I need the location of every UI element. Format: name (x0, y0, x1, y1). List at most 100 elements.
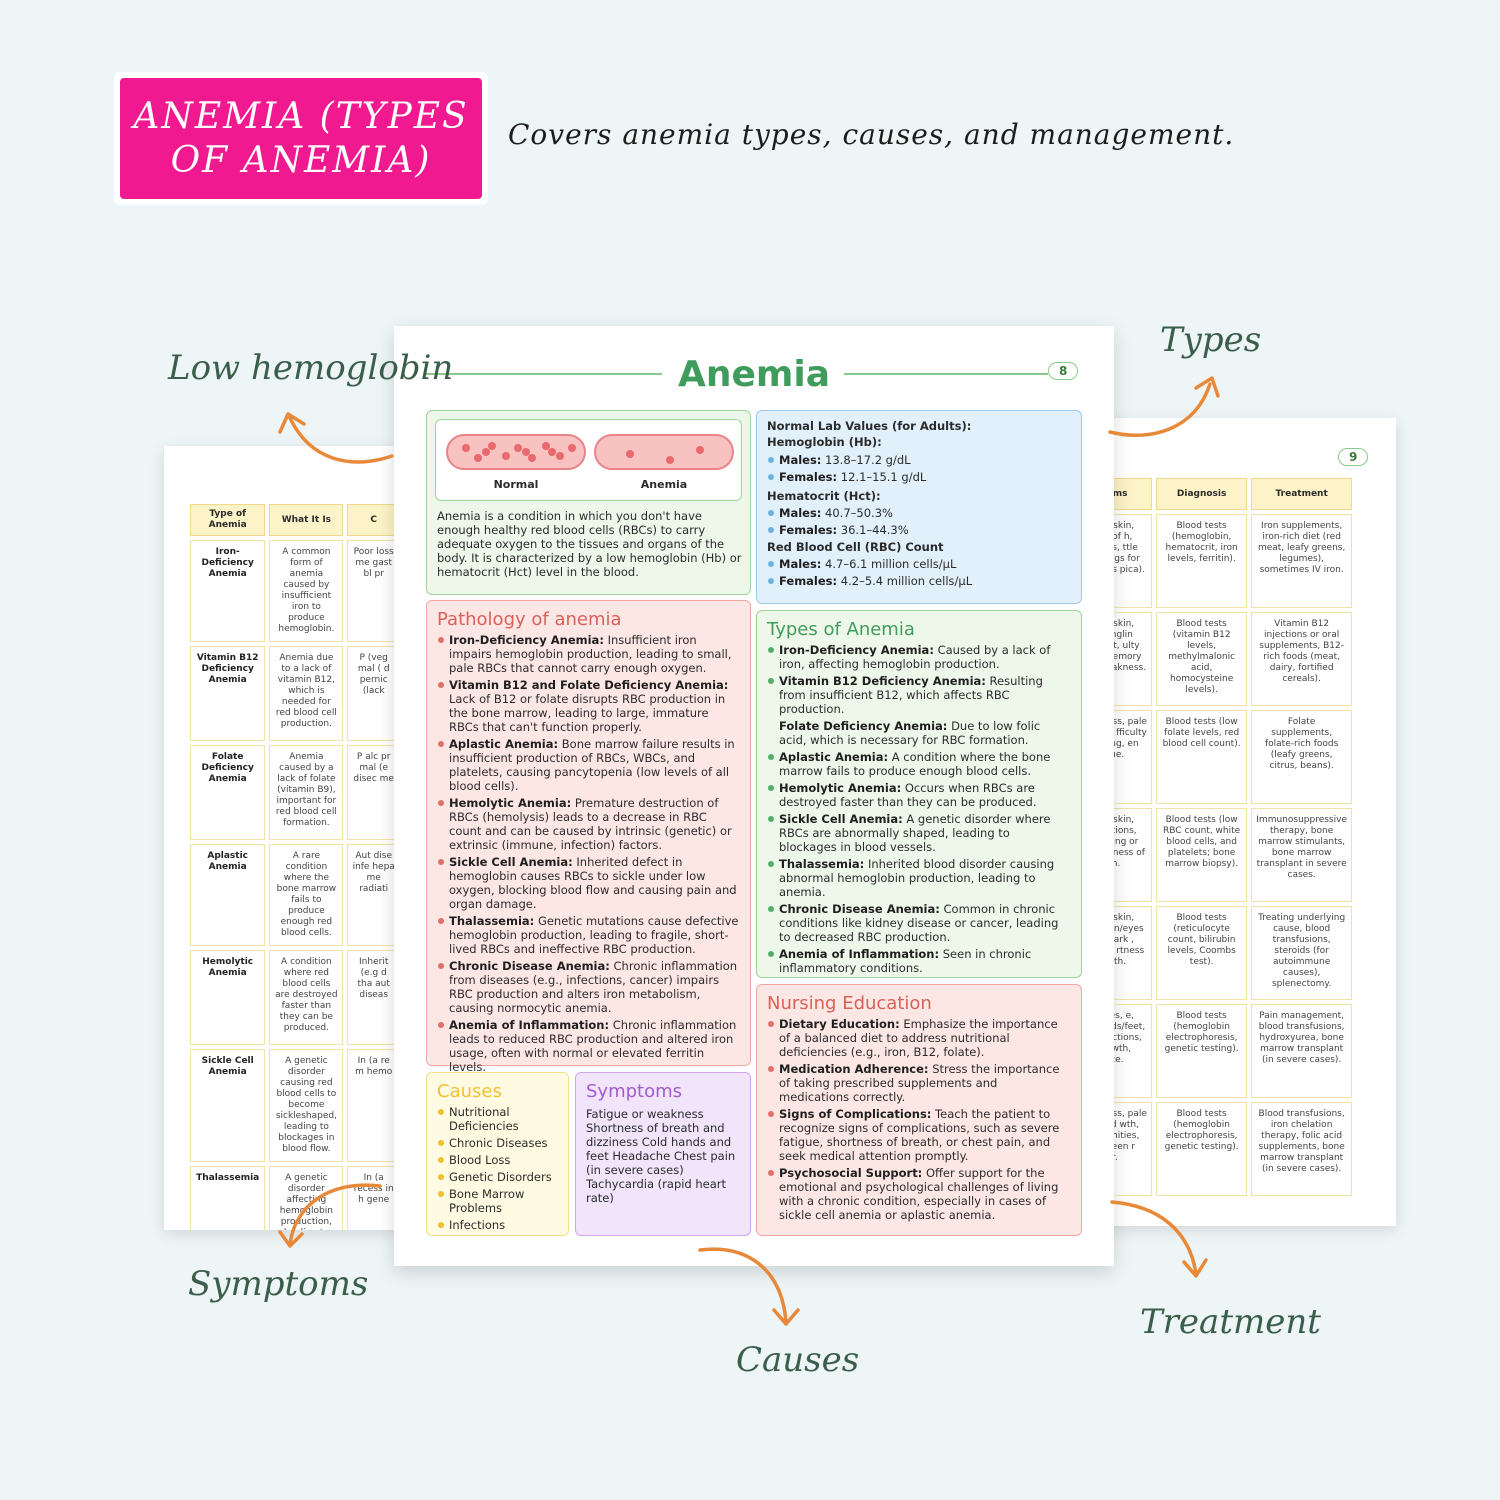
right-table-row: atigue, ness, pale , delayed wth, bone o… (1098, 1102, 1352, 1196)
right-table-header: Treatment (1251, 478, 1352, 510)
symptoms-box: Symptoms Fatigue or weakness Shortness o… (575, 1072, 751, 1236)
list-item-text: Seen in chronic inflammatory conditions. (779, 947, 1032, 975)
list-item-term: Sickle Cell Anemia: (779, 812, 903, 826)
right-table-cell: Blood transfusions, iron chelation thera… (1251, 1102, 1352, 1196)
right-table-cell: Blood tests (low folate levels, red bloo… (1155, 710, 1248, 804)
list-item-term: Chronic Disease Anemia: (449, 959, 610, 973)
arrow-causes (698, 1247, 788, 1324)
list-item-text: Bone marrow failure results in insuffici… (449, 737, 735, 793)
list-item-text: Inherited defect in hemoglobin causes RB… (449, 855, 737, 911)
hct-males: Males: 40.7–50.3% (767, 506, 1071, 520)
list-item-term: Dietary Education: (779, 1017, 900, 1031)
main-page-number: 8 (1048, 362, 1079, 380)
list-item: Iron-Deficiency Anemia: Caused by a lack… (767, 643, 1071, 671)
right-table-row: atigue, ness, pale irritability, fficult… (1098, 710, 1352, 804)
list-item: Psychosocial Support: Offer support for … (767, 1166, 1071, 1222)
anemia-vessel (594, 434, 734, 470)
hb-males: Males: 13.8–17.2 g/dL (767, 453, 1071, 467)
cause-item: Infections (437, 1218, 558, 1232)
callout-symptoms: Symptoms (188, 1264, 369, 1304)
red-blood-cell (548, 448, 556, 456)
arrow-symptoms-head (278, 1230, 304, 1248)
symptoms-text: Fatigue or weakness Shortness of breath … (586, 1107, 736, 1205)
list-item: Dietary Education: Emphasize the importa… (767, 1017, 1071, 1059)
arrow-low-hemoglobin-head (278, 412, 306, 434)
cause-item: Bone Marrow Problems (437, 1187, 558, 1215)
hct-females: Females: 36.1–44.3% (767, 523, 1071, 537)
right-page-number: 9 (1338, 448, 1369, 466)
arrow-treatment-head (1182, 1258, 1208, 1278)
pathology-box: Pathology of anemia Iron-Deficiency Anem… (426, 600, 751, 1074)
title-badge: ANEMIA (TYPES OF ANEMIA) (114, 72, 488, 205)
list-item-text: Due to low folic acid, which is necessar… (779, 719, 1041, 747)
list-item-term: Anemia of Inflammation: (449, 1018, 610, 1032)
right-table-cell: Blood tests (reticulocyte count, bilirub… (1155, 906, 1248, 1000)
intro-box: Normal Anemia Anemia is a condition in w… (426, 410, 751, 595)
list-item-text: A condition where the bone marrow fails … (779, 750, 1051, 778)
right-table-cell: Immunosuppressive therapy, bone marrow s… (1251, 808, 1352, 902)
title-rule-left (426, 373, 662, 375)
list-item-text: Teach the patient to recognize signs of … (779, 1107, 1060, 1163)
list-item-term: Hemolytic Anemia: (779, 781, 902, 795)
list-item: Vitamin B12 and Folate Deficiency Anemia… (437, 678, 740, 734)
list-item-term: Thalassemia: (449, 914, 535, 928)
right-table-cell: Blood tests (hemoglobin, hematocrit, iro… (1155, 514, 1248, 608)
arrow-symptoms (288, 1183, 382, 1246)
right-table-cell: Blood tests (hemoglobin electrophoresis,… (1155, 1102, 1248, 1196)
list-item-term: Vitamin B12 Deficiency Anemia: (779, 674, 986, 688)
left-table-header: What It Is (269, 504, 344, 536)
cause-item: Blood Loss (437, 1153, 558, 1167)
normal-vessel (446, 434, 586, 470)
list-item-text: Chronic inflammation from diseases (e.g.… (449, 959, 738, 1015)
right-table-cell: Blood tests (hemoglobin electrophoresis,… (1155, 1004, 1248, 1098)
list-item-term: Aplastic Anemia: (449, 737, 559, 751)
list-item-text: Lack of B12 or folate disrupts RBC produ… (449, 692, 726, 734)
list-item: Folate Deficiency Anemia: Due to low fol… (767, 719, 1071, 747)
normal-label: Normal (493, 478, 539, 491)
left-table-cell: Thalassemia (190, 1166, 266, 1230)
right-table-header: Diagnosis (1155, 478, 1248, 510)
list-item-term: Hemolytic Anemia: (449, 796, 572, 810)
list-item-text: Premature destruction of RBCs (hemolysis… (449, 796, 732, 852)
rbc-males: Males: 4.7–6.1 million cells/μL (767, 557, 1071, 571)
right-table-cell: Blood tests (low RBC count, white blood … (1155, 808, 1248, 902)
left-table-cell: Folate Deficiency Anemia (190, 745, 266, 840)
red-blood-cell (514, 444, 522, 452)
red-blood-cell (522, 448, 530, 456)
list-item-text: Chronic inflammation leads to reduced RB… (449, 1018, 737, 1074)
right-page-table: mptomsDiagnosisTreatment e, pale skin, r… (1098, 474, 1356, 1200)
right-table-cell: Pain management, blood transfusions, hyd… (1251, 1004, 1352, 1098)
symptoms-heading: Symptoms (586, 1081, 683, 1102)
right-table-row: e, pale skin, rtness of h, dizziness, tt… (1098, 514, 1352, 608)
arrow-types (1108, 382, 1212, 437)
red-blood-cell (542, 442, 550, 450)
list-item: Thalassemia: Genetic mutations cause def… (437, 914, 740, 956)
left-table-cell: Anemia due to a lack of vitamin B12, whi… (269, 646, 344, 741)
left-table-cell: Iron-Deficiency Anemia (190, 540, 266, 642)
list-item: Anemia of Inflammation: Seen in chronic … (767, 947, 1071, 975)
list-item-text: Offer support for the emotional and psyc… (779, 1166, 1059, 1222)
red-blood-cell (696, 446, 704, 454)
left-table-cell: Vitamin B12 Deficiency Anemia (190, 646, 266, 741)
causes-heading: Causes (437, 1081, 502, 1102)
list-item-text: Stress the importance of taking prescrib… (779, 1062, 1060, 1104)
left-table-cell: Anemia caused by a lack of folate (vitam… (269, 745, 344, 840)
types-box: Types of Anemia Iron-Deficiency Anemia: … (756, 610, 1082, 978)
right-table-cell: Treating underlying cause, blood transfu… (1251, 906, 1352, 1000)
callout-types: Types (1160, 320, 1262, 360)
right-table-cell: e, pale skin, ness/tinglin ands/feet, ul… (1098, 612, 1152, 706)
intro-text: Anemia is a condition in which you don't… (437, 509, 742, 579)
list-item-term: Signs of Complications: (779, 1107, 932, 1121)
list-item-text: Inherited blood disorder causing abnorma… (779, 857, 1055, 899)
left-table-cell: A genetic disorder causing red blood cel… (269, 1049, 344, 1162)
right-table-cell: e, pale skin, rtness of h, dizziness, tt… (1098, 514, 1152, 608)
right-table-cell: Iron supplements, iron-rich diet (red me… (1251, 514, 1352, 608)
arrow-types-head (1194, 376, 1220, 398)
right-table-row: e, pale skin, equent tions, easy uising … (1098, 808, 1352, 902)
